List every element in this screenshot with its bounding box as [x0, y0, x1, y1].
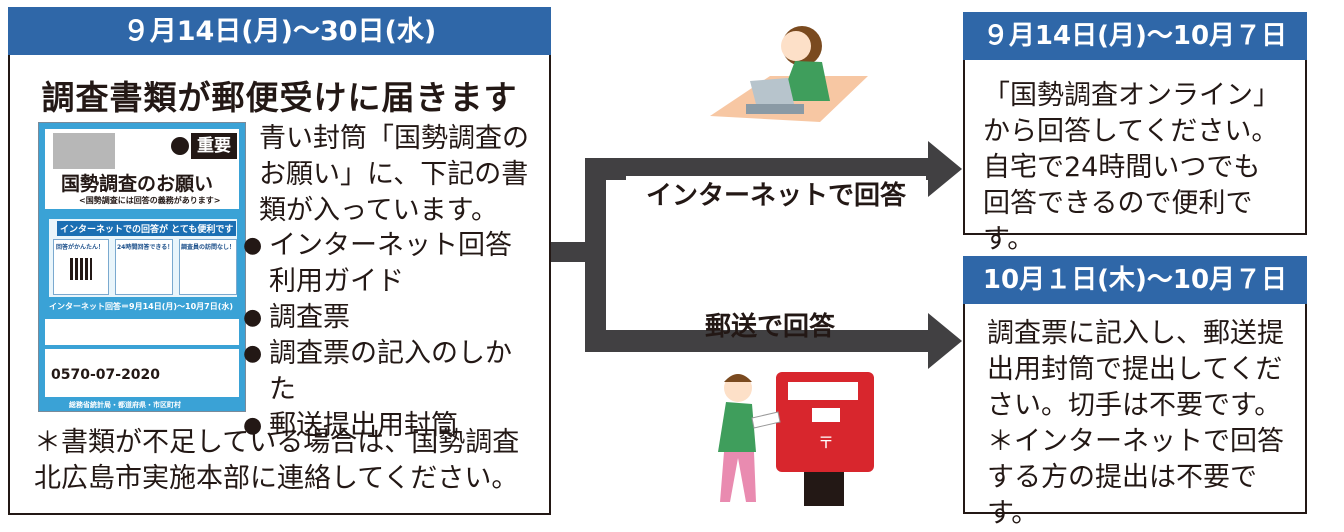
arrow-stem-in [551, 242, 591, 262]
leaflet-title: 国勢調査のお願い [61, 173, 214, 195]
leaflet-badge: 重要 [191, 133, 237, 159]
arrow-head-top [928, 141, 962, 197]
leaflet-subtitle: <国勢調査には回答の義務があります> [79, 196, 221, 205]
leaflet-phone: 0570-07-2020 [51, 367, 161, 383]
person-mailbox-illustration: 〒 [718, 372, 874, 506]
list-item: 調査票の記入のしかた [243, 336, 538, 408]
arrow-head-bottom [928, 313, 962, 369]
leaflet-logo-icon [171, 137, 189, 155]
left-date-header: ９月14日(月)〜30日(水) [8, 7, 551, 56]
leaflet-box-1: 回答がかんたん！ [53, 239, 109, 295]
right-bottom-panel: 調査票に記入し、郵送提出用封筒で提出してください。切手は不要です。 ＊インターネ… [963, 304, 1307, 529]
leaflet-box-1-text: 回答がかんたん！ [56, 244, 105, 251]
arrow-trunk [585, 158, 606, 350]
leaflet-badge-text: 重要 [197, 136, 231, 156]
flow-arrows [551, 141, 962, 369]
list-item: インターネット回答利用ガイド [243, 228, 519, 300]
left-panel: 調査書類が郵便受けに届きます 重要 国勢調査のお願い <国勢調査には回答の義務が… [8, 55, 551, 515]
mail-label: 郵送で回答 [704, 312, 835, 342]
person-laptop-illustration [710, 26, 868, 122]
leaflet-period: インターネット回答＝9月14日(月)〜10月7日(水) [49, 302, 234, 311]
left-title: 調査書類が郵便受けに届きます [41, 78, 518, 117]
document-list: インターネット回答利用ガイド 調査票 調査票の記入のしかた 郵送提出用封筒 [243, 228, 538, 444]
left-intro: 青い封筒「国勢調査のお願い」に、下記の書類が入っています。 [259, 123, 529, 226]
right-bottom-date-header: 10月１日(木)〜10月７日(水) [963, 256, 1307, 344]
right-bottom-text: 調査票に記入し、郵送提出用封筒で提出してください。切手は不要です。 [987, 318, 1284, 421]
right-top-panel: 「国勢調査オンライン」から回答してください。自宅で24時間いつでも回答できるので… [963, 60, 1307, 255]
leaflet-box-3-text: 調査員の訪問なし！ [181, 244, 236, 251]
internet-label: インターネットで回答 [626, 176, 926, 216]
list-item: 郵送提出用封筒 [243, 408, 538, 444]
list-item: 調査票 [243, 300, 538, 336]
svg-text:〒: 〒 [818, 433, 834, 452]
leaflet-box-3: 調査員の訪問なし！ [179, 239, 237, 295]
left-note: ＊書類が不足している場合は、国勢調査北広島市実施本部に連絡してください。 [34, 427, 520, 494]
arrow-branch-bottom [585, 330, 930, 352]
right-top-date-header: ９月14日(月)〜10月７日(水) [963, 12, 1307, 100]
leaflet-banner: インターネットでの回答が とても便利です [57, 221, 237, 236]
leaflet-logo-placeholder [53, 133, 115, 169]
qr-code-icon [70, 258, 92, 280]
leaflet-footer: 総務省統計局・都道府県・市区町村 [69, 401, 181, 409]
leaflet-image: 重要 国勢調査のお願い <国勢調査には回答の義務があります> インターネットでの… [38, 122, 246, 412]
arrow-branch-top [585, 158, 930, 180]
leaflet-box-2: 24時間回答できる！ [115, 239, 173, 295]
right-bottom-note: ＊インターネットで回答する方の提出は不要です。 [987, 426, 1284, 529]
right-top-text: 「国勢調査オンライン」から回答してください。自宅で24時間いつでも回答できるので… [983, 80, 1280, 255]
left-date-text: ９月14日(月)〜30日(水) [122, 16, 437, 47]
leaflet-box-2-text: 24時間回答できる！ [117, 244, 174, 251]
